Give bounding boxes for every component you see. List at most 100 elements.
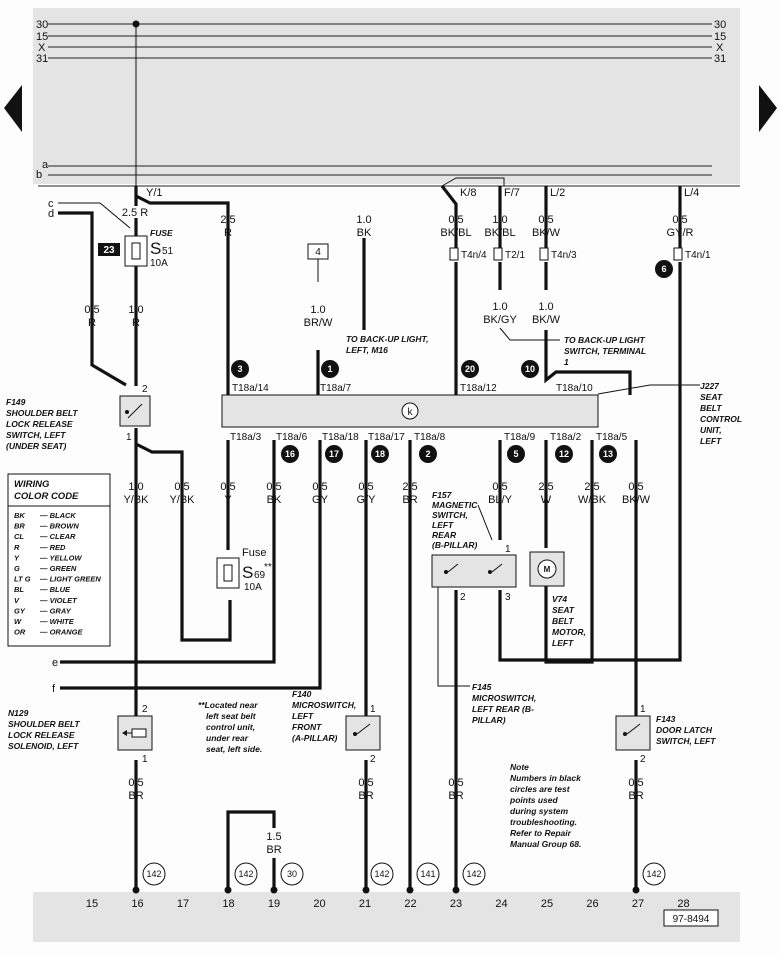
position-number: 18 [222,898,234,910]
ground-ref: 30 [280,862,304,886]
legend-title: COLOR CODE [14,491,79,502]
legend-color-name: — YELLOW [39,553,82,562]
wire-color: Y/BK [123,494,149,506]
svg-text:M: M [544,565,551,574]
component-desc: SHOULDER BELT [8,719,80,729]
pin-number: 1 [126,432,132,443]
connector-t4n1: T4n/1 [685,250,711,261]
wire-gauge: 0.5 [628,777,643,789]
position-number: 27 [632,898,644,910]
fuse-mark: ** [264,562,272,573]
wire-gauge: 0.5 [174,481,189,493]
component-desc: SWITCH, LEFT [6,430,66,440]
component-desc: SHOULDER BELT [6,408,78,418]
rail-label-a: a [42,159,49,171]
test-points: 3 1 20 10 6 16 17 18 2 5 12 13 [231,260,673,463]
position-number: 15 [86,898,98,910]
test-point: 20 [461,360,479,378]
svg-text:18: 18 [375,449,385,459]
wire-color: BK/GY [483,314,517,326]
wire-color: BR [448,790,463,802]
pin-number: 1 [370,704,376,715]
wire-color: GY/R [667,227,694,239]
svg-text:2: 2 [425,449,430,459]
pin-label: T18a/10 [556,383,593,394]
top-rail-panel [33,8,740,184]
test-point: 5 [507,445,525,463]
f143-switch[interactable]: 1 2 F143 DOOR LATCH SWITCH, LEFT [615,704,716,765]
svg-text:17: 17 [329,449,339,459]
component-desc: SEAT [700,392,723,402]
wire-gauge-color: 2.5 R [122,207,148,219]
location-note: **Located near left seat belt control un… [198,700,262,754]
wire-color: BK/W [532,227,561,239]
wire-gauge: 0.5 [448,777,463,789]
wire-gauge: 0.5 [358,481,373,493]
component-desc: LEFT [700,436,722,446]
note-line: troubleshooting. [510,817,577,827]
test-point: 1 [321,360,339,378]
next-page-arrow-icon[interactable] [759,85,777,132]
wire-color: BR [266,844,281,856]
wire-color: GY [312,494,329,506]
note-line: points used [509,795,559,805]
component-code: J227 [700,381,720,391]
svg-text:142: 142 [374,869,389,879]
wire-gauge: 2.5 [538,481,553,493]
legend-color-name: — VIOLET [39,596,78,605]
wire-ref-f: f [52,683,56,695]
component-desc: CONTROL [700,414,742,424]
legend-code: CL [14,532,24,541]
wire-gauge: 1.0 [538,301,553,313]
v74-motor[interactable]: M V74 SEAT BELT MOTOR, LEFT [529,551,586,648]
legend-color-name: — RED [39,543,66,552]
ground-ref: 142 [142,862,166,886]
pin-number: 2 [370,754,376,765]
f157-switch[interactable]: 1 2 3 F157 MAGNETIC SWITCH, LEFT REAR (B… [431,490,517,603]
position-number: 21 [359,898,371,910]
fuse-title: FUSE [150,228,173,238]
wire-color: BR [402,494,417,506]
n129-solenoid[interactable]: 2 1 N129 SHOULDER BELT LOCK RELEASE SOLE… [8,704,153,765]
legend-code: LT G [14,575,31,584]
power-rails: 30 15 X 31 30 15 X 31 a b [36,19,740,187]
connector-t4n3: T4n/3 [551,250,577,261]
wire-color: G/Y [357,494,377,506]
component-code: V74 [552,594,567,604]
svg-text:16: 16 [285,449,295,459]
component-desc: SOLENOID, LEFT [8,741,79,751]
fuse-sub: 51 [162,246,174,257]
f149-switch[interactable]: 2 1 F149 SHOULDER BELT LOCK RELEASE SWIT… [6,384,151,451]
wire-gauge: 1.0 [310,304,325,316]
wire-gauge: 1.5 [266,831,281,843]
j227-control-unit[interactable]: k T18a/14 T18a/7 T18a/12 T18a/10 T18a/3 … [221,381,742,446]
test-point: 10 [521,360,539,378]
legend-color-name: — GREEN [39,564,77,573]
fuse-s51[interactable]: 23 FUSE S 51 10A [98,228,174,269]
wire-color: R [224,227,232,239]
rail-label-left: 30 [36,19,48,31]
svg-text:13: 13 [603,449,613,459]
wire-color: R [88,317,96,329]
component-desc: UNIT, [700,425,722,435]
fuse-title: Fuse [242,547,266,559]
legend-color-name: — ORANGE [39,628,84,637]
pin-label: T18a/2 [550,432,582,443]
legend-code: BL [14,585,24,594]
fuse-tag: 23 [103,245,115,256]
prev-page-arrow-icon[interactable] [4,85,22,132]
test-point-note: Note Numbers in black circles are test p… [509,762,582,849]
component-code: F145 [472,682,492,692]
pin-number: 1 [505,544,511,555]
rail-label-left: 31 [36,53,48,65]
position-number: 16 [131,898,143,910]
fuse-s69[interactable]: Fuse S 69 ** 10A [216,547,272,593]
rail-label-left: 15 [36,31,48,43]
test-point: 12 [555,445,573,463]
position-number: 19 [268,898,280,910]
fuse-rating: 10A [244,582,262,593]
f140-switch[interactable]: 1 2 F140 MICROSWITCH, LEFT FRONT (A-PILL… [292,689,381,765]
upper-wire-labels: 2.5 R 2.5 R 0.5 R 1.0 R 1.0 BK 0.5 BK/BL… [84,206,693,329]
